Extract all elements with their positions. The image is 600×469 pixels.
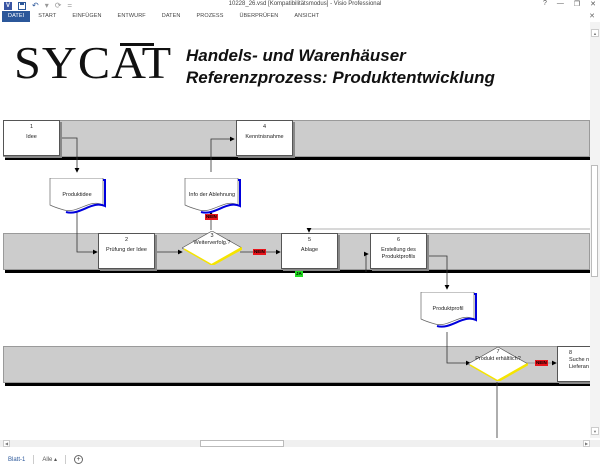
process-2-pruefung[interactable]: 2 Prüfung der Idee [98,233,155,269]
process-1-idee[interactable]: 1 Idee [3,120,60,156]
nein-tag: NEIN [535,360,548,366]
decision-label: Produkt erhältlich? [475,356,521,362]
tab-entwurf[interactable]: ENTWURF [117,13,146,19]
nein-tag: NEIN [253,249,266,255]
document-info-ablehnung[interactable]: Info der Ablehnung [183,177,241,214]
decision-shape [181,230,243,267]
process-label: Idee [26,134,37,140]
tab-ueberpruefen[interactable]: ÜBERPRÜFEN [239,13,279,19]
swimlane-1[interactable] [3,120,590,157]
document-produktidee[interactable]: Produktidee [48,177,106,214]
scroll-up-button[interactable]: ▲ [591,29,599,37]
process-number: 4 [262,124,267,130]
tab-datei[interactable]: DATEI [2,11,31,22]
window-title: 10228_26.vsd [Kompatibilitätsmodus] - Vi… [228,1,382,7]
decision-7-produkt-erhaeltlich[interactable]: 7 Produkt erhältlich? [467,346,529,383]
tab-prozess[interactable]: PROZESS [196,13,224,19]
process-label: Erstellung des Produktprofils [381,247,416,260]
logo-bar-decoration [120,43,154,46]
ribbon-tabs: DATEI START EINFÜGEN ENTWURF DATEN PROZE… [0,11,600,22]
restore-button[interactable]: ❐ [573,1,581,8]
process-label: Prüfung der Idee [106,247,147,253]
vertical-scrollbar[interactable]: ▲ ▼ [590,22,600,438]
add-sheet-icon[interactable]: + [74,455,84,464]
divider [65,455,67,464]
process-8-suche[interactable]: 8 Suche n Lieferan [557,346,590,382]
document-shape [420,291,477,328]
tab-start[interactable]: START [38,13,57,19]
document-produktprofil[interactable]: Produktprofil [419,291,477,328]
vertical-scroll-thumb[interactable] [591,165,598,277]
process-4-kenntnisnahme[interactable]: 4 Kenntnisnahme [236,120,293,156]
document-label: Info der Ablehnung [188,192,236,198]
diagram-title-line1: Handels- und Warenhäuser [186,46,406,65]
process-6-erstellung[interactable]: 6 Erstellung des Produktprofils [370,233,427,269]
document-label: Produktidee [62,192,92,198]
process-label: Ablage [300,247,319,253]
sheet-tabs-bar: Blatt-1 Alle ▴ + [0,450,600,469]
nein-tag: NEIN [205,214,218,220]
process-number: 1 [29,124,34,130]
process-label: Suche n Lieferan [569,357,590,370]
diagram-title-line2: Referenzprozess: Produktentwicklung [186,68,495,87]
undo-icon[interactable]: ↶ [32,1,39,10]
scroll-left-button[interactable]: ◀ [3,440,10,447]
drawing-canvas[interactable]: SYCAT Handels- und Warenhäuser Referenzp… [0,22,590,438]
decision-number: 7 [496,349,500,355]
close-button[interactable]: ✕ [590,1,596,8]
minimize-button[interactable]: — [556,0,564,7]
tab-daten[interactable]: DATEN [161,13,181,19]
all-sheets-button[interactable]: Alle ▴ [42,457,58,463]
scroll-down-button[interactable]: ▼ [591,427,599,435]
ja-tag: JA [295,271,303,277]
window-controls: ? — ❐ ✕ [543,0,596,8]
decision-number: 3 [210,233,214,239]
redo-icon[interactable]: ⟳ [54,1,62,10]
document-shape [184,177,241,214]
document-shape [49,177,106,214]
undo-dropdown-icon[interactable]: ▾ [44,1,49,10]
quick-access-toolbar: V ↶ ▾ ⟳ = [4,1,72,10]
tab-ansicht[interactable]: ANSICHT [294,13,320,19]
customize-qat-icon[interactable]: = [67,1,73,10]
scroll-right-button[interactable]: ▶ [583,440,590,447]
process-label: Kenntnisnahme [245,134,284,140]
sycat-logo: SYCAT [14,37,173,88]
horizontal-scroll-thumb[interactable] [200,440,284,447]
process-number: 5 [307,237,312,243]
divider [33,455,35,464]
sheet-tab-blatt-1[interactable]: Blatt-1 [8,456,26,463]
title-bar: V ↶ ▾ ⟳ = 10228_26.vsd [Kompatibilitätsm… [0,0,600,11]
save-icon[interactable] [18,1,26,10]
visio-app-icon[interactable]: V [4,1,12,10]
connector-return-ablage [306,228,590,233]
help-button[interactable]: ? [542,0,547,7]
process-number: 6 [396,237,401,243]
process-number: 2 [124,237,129,243]
process-5-ablage[interactable]: 5 Ablage [281,233,338,269]
document-label: Produktprofil [432,306,464,312]
tab-einfuegen[interactable]: EINFÜGEN [72,13,102,19]
process-number: 8 [569,350,573,356]
decision-3-weiterverfolg[interactable]: 3 Weiterverfolg.? [181,230,243,267]
decision-label: Weiterverfolg.? [193,240,231,246]
horizontal-scrollbar[interactable]: ◀ ▶ [0,440,600,447]
close-document-button[interactable]: ✕ [589,13,595,20]
